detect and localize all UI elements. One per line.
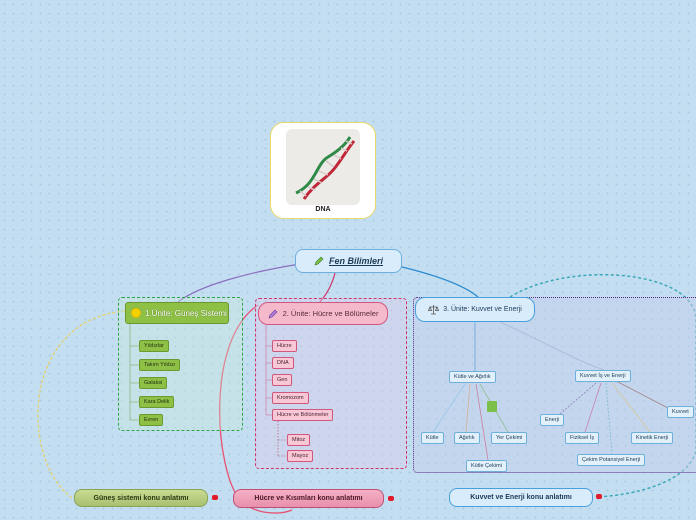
subtopic-kuvvet[interactable]: Kuvvet <box>667 406 694 418</box>
subtopic-dna[interactable]: DNA <box>272 357 294 369</box>
subtopic-kara-delik[interactable]: Kara Delik <box>139 396 175 408</box>
unit3-group-border <box>413 297 696 473</box>
pencil-icon <box>268 309 277 318</box>
subtopic-kinetik[interactable]: Kinetik Enerji <box>631 432 674 444</box>
sun-icon <box>132 309 140 317</box>
unit1-topic[interactable]: 1.Ünite: Güneş Sistemi <box>125 302 229 324</box>
subtopic-cekim-potansiyel[interactable]: Çekim Potansiyel Enerji <box>577 454 646 466</box>
subtopic-evren[interactable]: Evren <box>139 414 164 426</box>
subtopic-yildizlar[interactable]: Yıldızlar <box>139 340 169 352</box>
root-topic[interactable]: Fen Bilimleri <box>295 249 402 273</box>
subtopic-agirlik[interactable]: Ağırlık <box>454 432 480 444</box>
pencil-icon <box>314 256 324 266</box>
subtopic-kuvvet-is-enerji[interactable]: Kuvvet İş ve Enerji <box>575 370 631 382</box>
link-root-u3 <box>397 265 479 298</box>
subtopic-fiziksel-is[interactable]: Fiziksel İş <box>565 432 600 444</box>
floating-hucre-label: Hücre ve Kısımları konu anlatımı <box>254 495 363 502</box>
subtopic-kutle-agirlik[interactable]: Kütle ve Ağırlık <box>449 371 496 383</box>
link-u2-sub <box>277 421 287 457</box>
link-root-u1 <box>177 263 301 303</box>
scale-icon <box>428 305 440 315</box>
dna-icon <box>286 129 360 205</box>
link-u2-children <box>265 325 272 416</box>
subtopic-hucre[interactable]: Hücre <box>272 340 297 352</box>
floating-topic-gunes[interactable]: Güneş sistemi konu anlatımı <box>74 489 208 507</box>
link-u1-children <box>129 324 139 421</box>
floating-topic-hucre[interactable]: Hücre ve Kısımları konu anlatımı <box>233 489 384 508</box>
unit2-label: 2. Ünite: Hücre ve Bölümeler <box>282 309 379 318</box>
subtopic-hucre-bolunmeler[interactable]: Hücre ve Bölünmeler <box>272 409 334 421</box>
subtopic-kutle-cekimi[interactable]: Kütle Çekimi <box>466 460 507 472</box>
link-badge-icon[interactable] <box>388 496 394 501</box>
subtopic-mayoz[interactable]: Mayoz <box>287 450 314 462</box>
link-float2 <box>219 304 293 514</box>
subtopic-enerji[interactable]: Enerji <box>540 414 565 426</box>
subtopic-kromozom[interactable]: Kromozom <box>272 392 309 404</box>
image-caption: DNA <box>315 206 331 213</box>
root-label: Fen Bilimleri <box>328 256 383 266</box>
floating-topic-kuvvet[interactable]: Kuvvet ve Enerji konu anlatımı <box>449 488 593 507</box>
link-badge-icon[interactable] <box>212 495 218 500</box>
unit3-label: 3. Ünite: Kuvvet ve Enerji <box>443 306 522 313</box>
link-root-u2 <box>319 272 336 303</box>
subtopic-mitoz[interactable]: Mitoz <box>287 434 311 446</box>
floating-kuvvet-label: Kuvvet ve Enerji konu anlatımı <box>470 494 572 501</box>
floating-gunes-label: Güneş sistemi konu anlatımı <box>93 494 189 502</box>
unit1-label: 1.Ünite: Güneş Sistemi <box>145 308 227 318</box>
dna-image-card[interactable]: DNA <box>270 122 376 219</box>
unit3-topic[interactable]: 3. Ünite: Kuvvet ve Enerji <box>415 297 535 322</box>
subtopic-yer-cekimi[interactable]: Yer Çekimi <box>491 432 528 444</box>
subtopic-takim-yildizi[interactable]: Takım Yıldızı <box>139 359 181 371</box>
subtopic-galaksi[interactable]: Galaksi <box>139 377 168 389</box>
unit2-topic[interactable]: 2. Ünite: Hücre ve Bölümeler <box>258 302 388 325</box>
link-badge-icon[interactable] <box>596 494 602 499</box>
subtopic-gen[interactable]: Gen <box>272 374 293 386</box>
green-marker-icon <box>487 401 497 412</box>
link-float1 <box>37 310 126 499</box>
subtopic-kutle[interactable]: Kütle <box>421 432 444 444</box>
